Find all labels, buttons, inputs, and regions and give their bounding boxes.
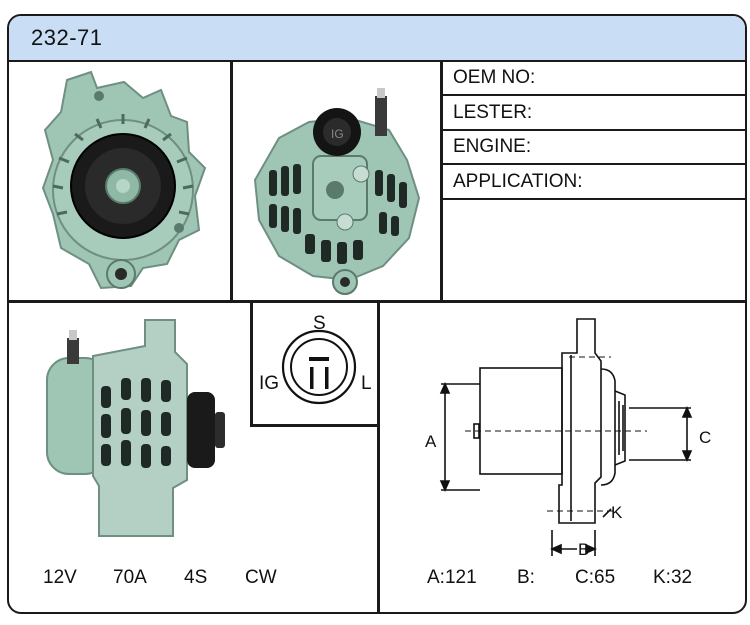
application-label: APPLICATION: <box>453 171 583 192</box>
lester-label: LESTER: <box>453 102 533 123</box>
part-number: 232-71 <box>31 25 103 50</box>
amperage-spec: 70A <box>113 567 147 588</box>
divider-plug-bottom <box>250 424 379 427</box>
plug-label-s: S <box>313 313 326 334</box>
divider-bottom-1 <box>250 302 253 426</box>
rotation-spec: CW <box>245 567 277 588</box>
divider-row-4 <box>440 198 745 200</box>
divider-row-1 <box>440 94 745 96</box>
svg-text:IG: IG <box>331 127 344 141</box>
engine-label: ENGINE: <box>453 136 532 157</box>
pulley-spec: 4S <box>184 567 208 588</box>
plug-connector-diagram: S IG L <box>259 313 372 405</box>
divider-middle <box>9 300 745 303</box>
divider-row-2 <box>440 129 745 131</box>
divider-photo-2 <box>440 60 443 300</box>
dimension-drawing: A C B K <box>425 318 711 559</box>
vent-slots <box>269 164 407 264</box>
dimension-k: K:32 <box>653 567 693 588</box>
b-terminal <box>375 96 387 136</box>
plug-label-ig: IG <box>259 373 279 394</box>
cooling-fins <box>52 114 194 216</box>
alternator-rear-photo: IG <box>253 88 421 295</box>
dimension-a: A:121 <box>427 567 477 588</box>
alternator-side-photo <box>46 319 225 537</box>
dim-label-a: A <box>425 432 437 451</box>
side-pulley <box>187 392 215 468</box>
dimension-c: C:65 <box>575 567 616 588</box>
divider-bottom-2 <box>377 302 380 612</box>
alternator-front-photo <box>41 70 207 290</box>
divider-photo-1 <box>230 60 233 300</box>
dim-label-k: K <box>611 503 623 522</box>
side-vent-slots <box>101 378 171 468</box>
dim-label-b: B <box>578 540 589 559</box>
spec-card: 232-71 OEM NO: LESTER: ENGINE: APPLICATI… <box>7 14 747 614</box>
dimension-b: B: <box>517 567 535 588</box>
plug-label-l: L <box>361 373 372 394</box>
voltage-spec: 12V <box>43 567 77 588</box>
dim-label-c: C <box>699 428 711 447</box>
card-header: 232-71 <box>9 16 745 62</box>
oem-no-label: OEM NO: <box>453 67 536 88</box>
divider-row-3 <box>440 163 745 165</box>
